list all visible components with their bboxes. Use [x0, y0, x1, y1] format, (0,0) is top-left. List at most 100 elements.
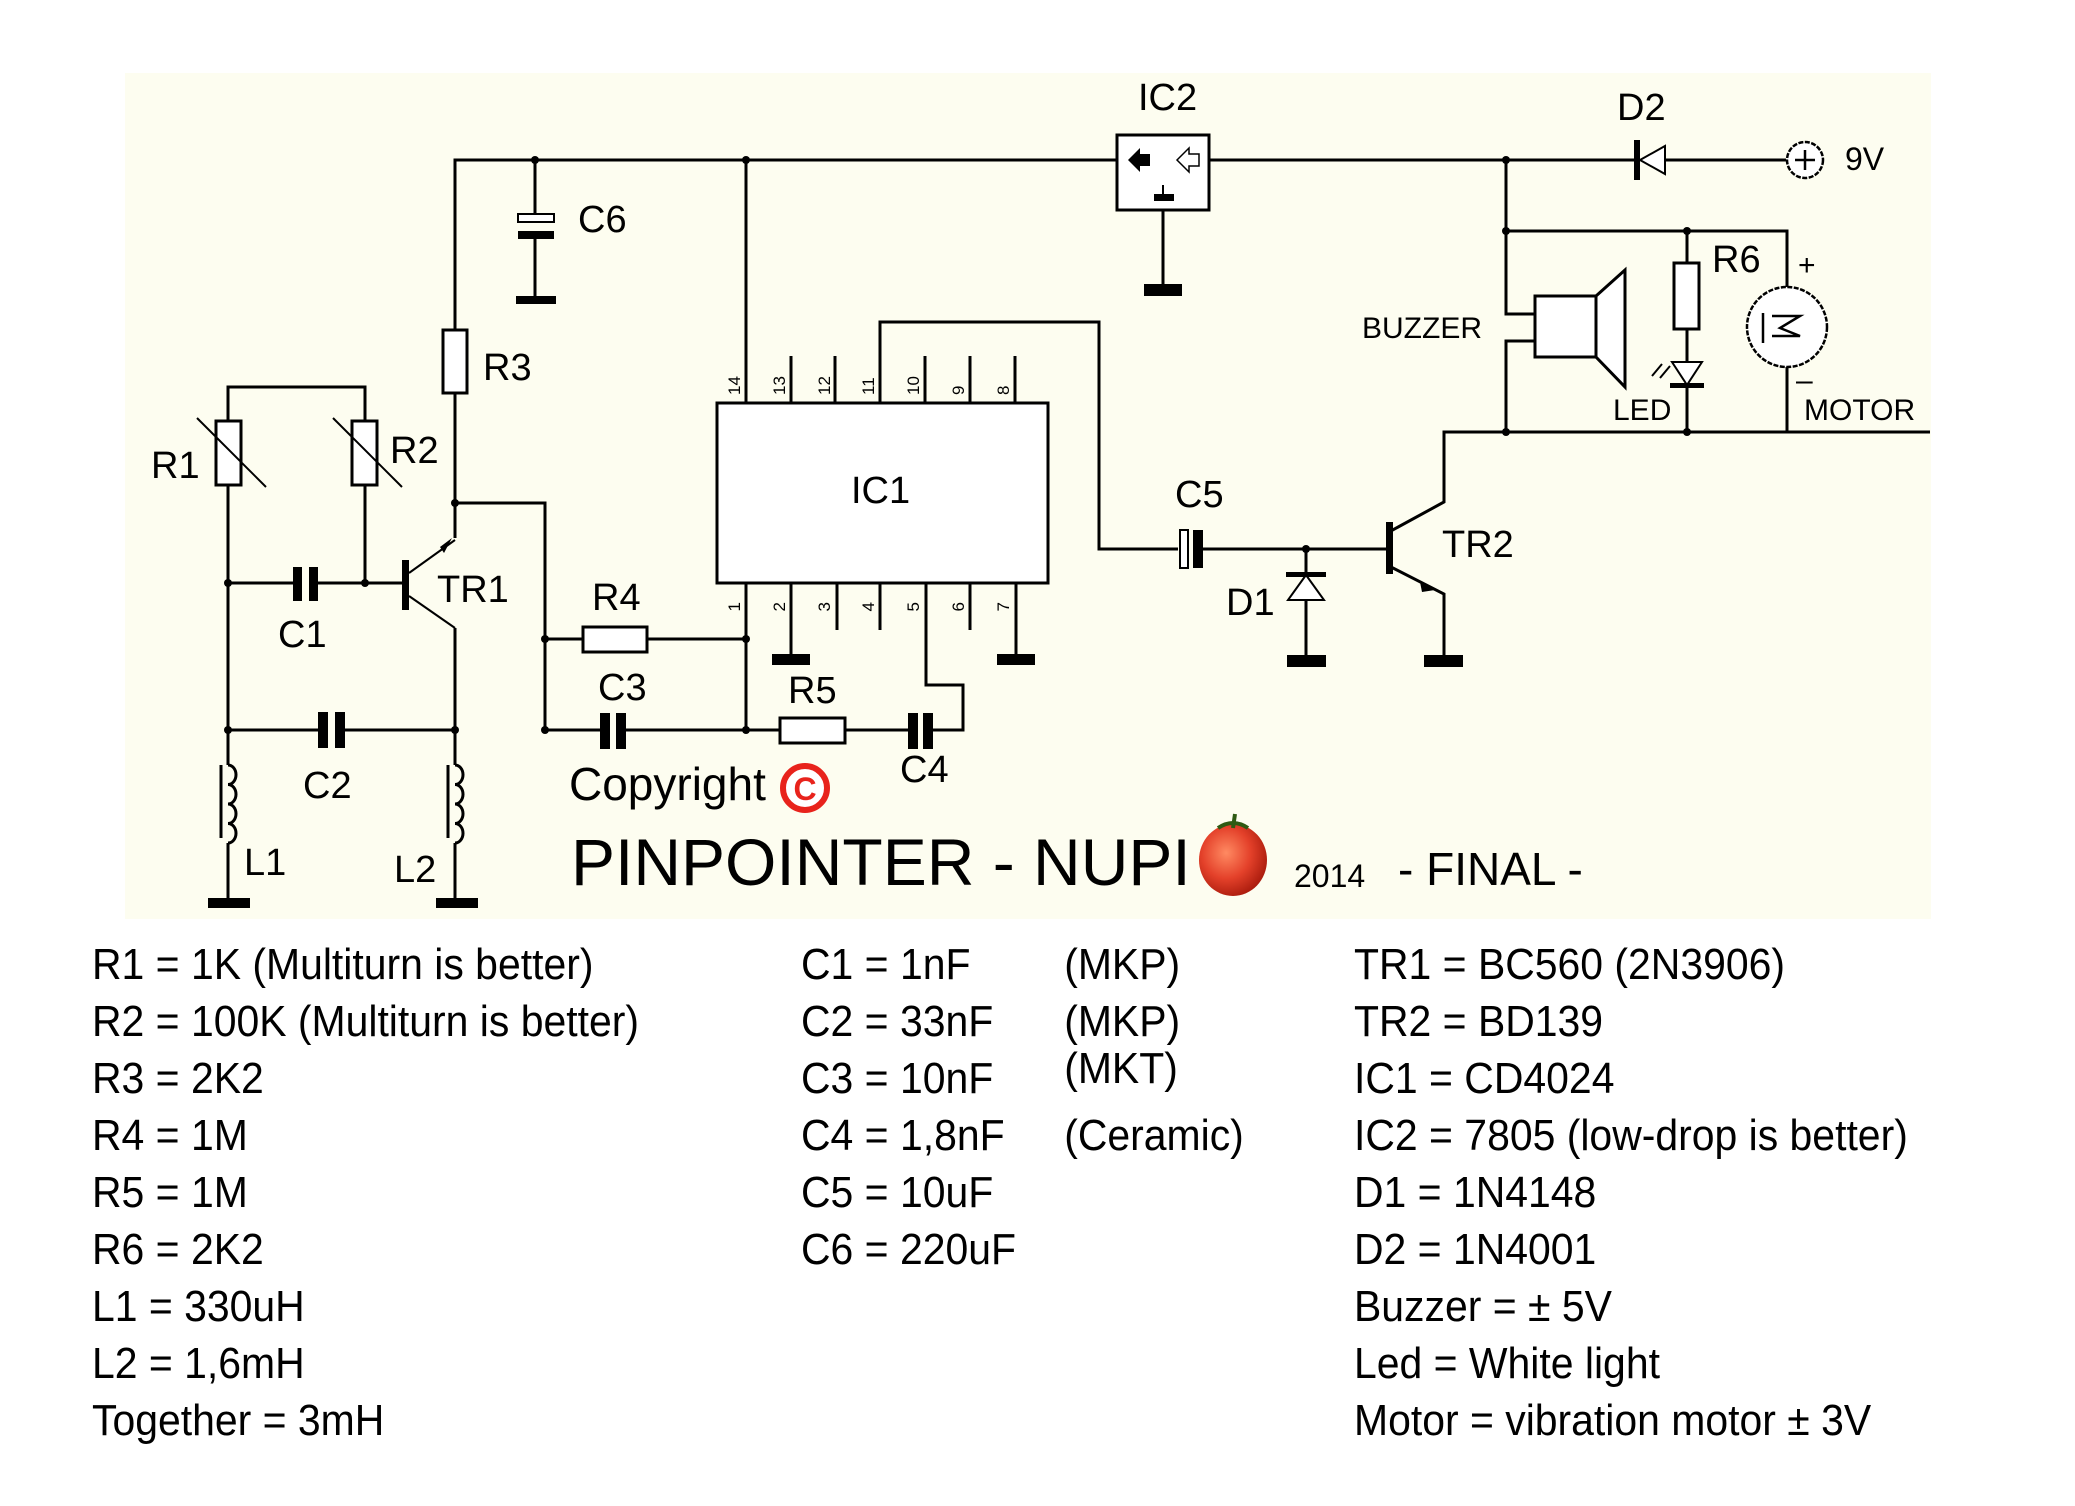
transistor-tr1	[402, 538, 456, 629]
label-r4: R4	[592, 577, 641, 619]
label-d1: D1	[1226, 582, 1275, 624]
resistor-r2	[350, 419, 379, 487]
capacitor-c6	[517, 213, 555, 223]
year-label: 2014	[1294, 858, 1365, 894]
led-diode	[1670, 361, 1704, 387]
diode-d2	[1637, 144, 1666, 176]
parts-list-item: TR1 = BC560 (2N3906)	[1354, 940, 1786, 989]
capacitor-type: (MKT)	[1064, 1044, 1178, 1093]
label-tr2: TR2	[1442, 524, 1514, 566]
transistor-tr2	[1386, 522, 1435, 592]
resistor-r1	[214, 419, 243, 487]
inductors	[219, 763, 465, 845]
capacitors	[293, 231, 1203, 749]
capacitor-value: C6 = 220uF	[801, 1225, 1016, 1274]
ic1-pin-7: 7	[994, 602, 1013, 611]
trimmer-arrows	[196, 417, 403, 488]
resistor-r4	[581, 625, 649, 654]
parts-list-item: C4 = 1,8nF (Ceramic)	[801, 1107, 1244, 1164]
resistor-r5	[778, 716, 847, 745]
svg-text:C: C	[793, 771, 816, 807]
supply-terminal-icon	[1785, 140, 1825, 180]
parts-list-item: R5 = 1M	[92, 1168, 248, 1217]
parts-list-item: Motor = vibration motor ± 3V	[1354, 1396, 1872, 1445]
label-r6: R6	[1712, 239, 1761, 281]
parts-list-item: R6 = 2K2	[92, 1225, 264, 1274]
parts-list-item: IC1 = CD4024	[1354, 1054, 1615, 1103]
inductor-l1	[227, 763, 238, 845]
label-motor-minus: –	[1796, 364, 1813, 397]
label-d2: D2	[1617, 87, 1666, 129]
wires	[226, 158, 1930, 898]
ic1-pin-4: 4	[859, 602, 878, 611]
parts-list-capacitors: C1 = 1nF(MKP)C2 = 33nF(MKP)C3 = 10nF(MKT…	[801, 936, 1244, 1278]
junction-dots	[224, 156, 1691, 734]
ic1-pin-3: 3	[815, 602, 834, 611]
parts-list-item: Led = White light	[1354, 1339, 1660, 1388]
diode-d1	[1286, 573, 1326, 601]
label-9v: 9V	[1845, 141, 1885, 177]
label-c1: C1	[278, 614, 327, 656]
label-r1: R1	[151, 445, 200, 487]
parts-list-item: L1 = 330uH	[92, 1282, 305, 1331]
label-ic1: IC1	[851, 470, 910, 512]
label-buzzer: BUZZER	[1362, 312, 1482, 345]
motor-icon	[1745, 285, 1829, 369]
parts-list-item: L2 = 1,6mH	[92, 1339, 305, 1388]
label-ic2: IC2	[1138, 77, 1197, 119]
resistors	[214, 261, 1701, 745]
capacitor-type: (MKP)	[1064, 940, 1181, 989]
ic1-pin-1: 1	[725, 602, 744, 611]
ic1-pin-9: 9	[949, 386, 968, 395]
label-c3: C3	[598, 667, 647, 709]
parts-list-item: D1 = 1N4148	[1354, 1168, 1597, 1217]
capacitor-c4	[908, 713, 918, 749]
parts-list-item: C1 = 1nF(MKP)	[801, 936, 1180, 993]
capacitor-value: C2 = 33nF	[801, 997, 994, 1046]
ground-symbols	[208, 284, 1463, 908]
parts-list-item: C5 = 10uF	[801, 1164, 1016, 1221]
label-l1: L1	[244, 842, 286, 884]
copyright-text: Copyright	[569, 758, 766, 810]
parts-list-resistors: R1 = 1K (Multiturn is better)R2 = 100K (…	[92, 936, 639, 1449]
parts-list-item: Together = 3mH	[92, 1396, 385, 1445]
capacitor-c5	[1179, 529, 1189, 569]
label-tr1: TR1	[437, 569, 509, 611]
capacitor-value: C4 = 1,8nF	[801, 1111, 1005, 1160]
parts-list-item: R4 = 1M	[92, 1111, 248, 1160]
label-r2: R2	[390, 430, 439, 472]
ic1-pin-12: 12	[815, 376, 834, 395]
page-title: PINPOINTER - NUPI	[571, 825, 1191, 899]
ic1-chip	[715, 401, 1050, 585]
tomato-icon	[1199, 813, 1267, 896]
capacitor-c3	[600, 713, 610, 749]
parts-list-item: D2 = 1N4001	[1354, 1225, 1597, 1274]
ic1-pin-11: 11	[859, 377, 878, 395]
parts-list-item: Buzzer = ± 5V	[1354, 1282, 1612, 1331]
parts-list-item: C6 = 220uF	[801, 1221, 1016, 1278]
parts-list-item: R2 = 100K (Multiturn is better)	[92, 997, 639, 1046]
label-motor-plus: +	[1798, 249, 1816, 282]
ic1-pin-2: 2	[770, 602, 789, 611]
buzzer-icon	[1533, 266, 1627, 391]
label-c6: C6	[578, 199, 627, 241]
ic1-pin-8: 8	[994, 386, 1013, 395]
parts-list-item: C3 = 10nF(MKT)	[801, 1044, 1178, 1107]
inductor-l2	[454, 763, 465, 845]
status-label: - FINAL -	[1398, 843, 1583, 895]
label-r3: R3	[483, 347, 532, 389]
resistor-r3	[441, 328, 469, 395]
ic2-regulator	[1115, 133, 1211, 212]
label-c4: C4	[900, 749, 949, 791]
ic1-pin-10: 10	[904, 376, 923, 395]
ic1-pin-5: 5	[904, 602, 923, 611]
label-c5: C5	[1175, 474, 1224, 516]
label-r5: R5	[788, 670, 837, 712]
capacitor-value: C5 = 10uF	[801, 1168, 994, 1217]
capacitor-type: (Ceramic)	[1064, 1111, 1244, 1160]
capacitor-c2	[318, 712, 328, 748]
parts-list-item: TR2 = BD139	[1354, 997, 1604, 1046]
label-c2: C2	[303, 765, 352, 807]
capacitor-type: (MKP)	[1064, 997, 1181, 1046]
